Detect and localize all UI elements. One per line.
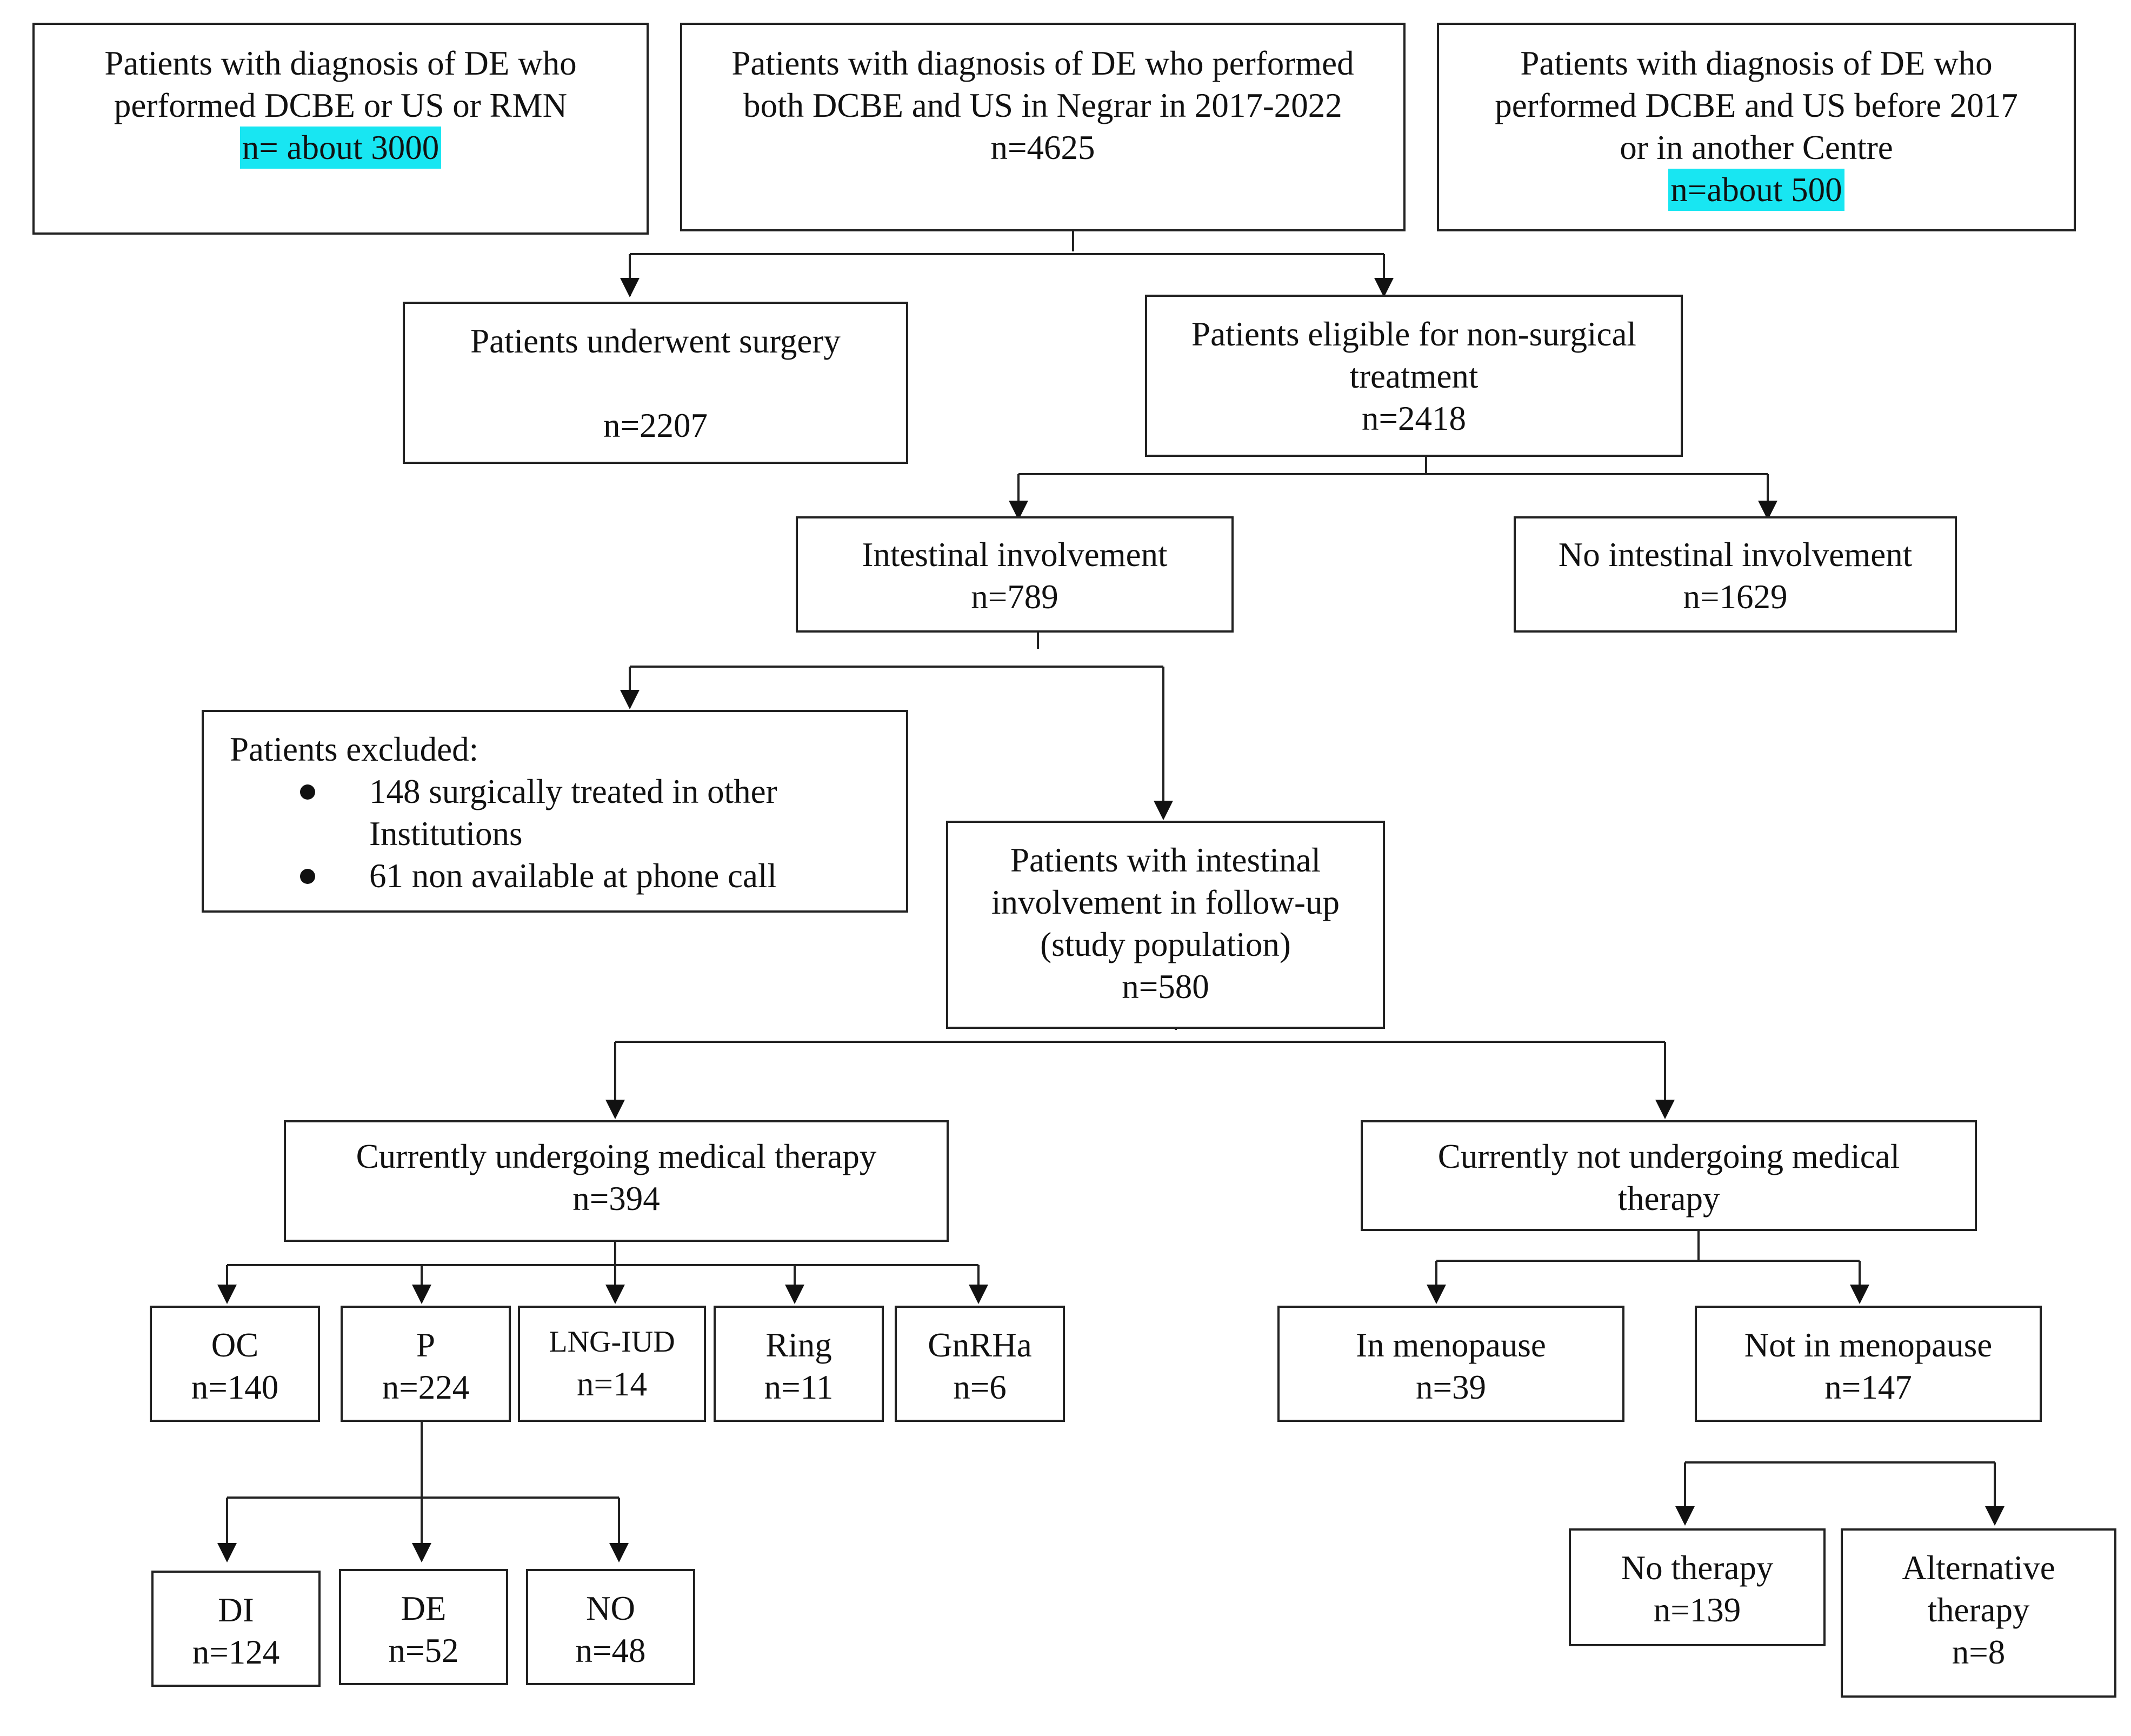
box-no-therapy: No therapy n=139 bbox=[1569, 1528, 1826, 1646]
box-line: both DCBE and US in Negrar in 2017-2022 bbox=[743, 87, 1342, 124]
box-line: NO bbox=[586, 1589, 635, 1627]
box-non-surgical: Patients eligible for non-surgical treat… bbox=[1145, 295, 1683, 457]
highlighted-count: n= about 3000 bbox=[239, 127, 442, 169]
box-line: Patients with diagnosis of DE who bbox=[1520, 44, 1993, 82]
box-gnrha: GnRHa n=6 bbox=[895, 1306, 1065, 1422]
box-line: or in another Centre bbox=[1620, 129, 1893, 167]
box-on-therapy: Currently undergoing medical therapy n=3… bbox=[284, 1120, 949, 1242]
box-ring: Ring n=11 bbox=[714, 1306, 884, 1422]
box-no: NO n=48 bbox=[526, 1569, 695, 1685]
excluded-item-line: 148 surgically treated in other bbox=[369, 773, 777, 810]
box-count: n=52 bbox=[388, 1632, 459, 1670]
excluded-item: 61 non available at phone call bbox=[230, 855, 777, 897]
box-count: n=580 bbox=[1122, 968, 1209, 1006]
box-line: Not in menopause bbox=[1744, 1326, 1993, 1364]
box-count: n=394 bbox=[572, 1180, 660, 1218]
box-count: n=139 bbox=[1653, 1591, 1741, 1629]
box-count: n=2207 bbox=[603, 407, 708, 444]
box-dcbe-us-rmn: Patients with diagnosis of DE who perfor… bbox=[32, 23, 649, 235]
box-surgery: Patients underwent surgery n=2207 bbox=[403, 302, 908, 464]
box-line: GnRHa bbox=[928, 1326, 1032, 1364]
box-no-intestinal: No intestinal involvement n=1629 bbox=[1514, 516, 1957, 633]
box-count: n=6 bbox=[953, 1368, 1007, 1406]
box-negrar: Patients with diagnosis of DE who perfor… bbox=[680, 23, 1406, 231]
box-count: n=14 bbox=[576, 1365, 648, 1403]
box-line: Patients with diagnosis of DE who perfor… bbox=[731, 44, 1354, 82]
box-line: (study population) bbox=[1040, 926, 1291, 963]
box-line: therapy bbox=[1617, 1180, 1720, 1218]
box-intestinal: Intestinal involvement n=789 bbox=[796, 516, 1234, 633]
box-not-on-therapy: Currently not undergoing medical therapy bbox=[1361, 1120, 1977, 1231]
box-count: n=4625 bbox=[990, 129, 1095, 167]
excluded-item-line: 61 non available at phone call bbox=[369, 857, 777, 895]
box-line: performed DCBE or US or RMN bbox=[114, 87, 568, 124]
box-line: OC bbox=[211, 1326, 259, 1364]
box-di: DI n=124 bbox=[151, 1571, 321, 1687]
box-count: n=39 bbox=[1415, 1368, 1487, 1406]
excluded-item-line: Institutions bbox=[369, 815, 523, 853]
box-line: Patients underwent surgery bbox=[470, 322, 841, 360]
box-oc: OC n=140 bbox=[150, 1306, 320, 1422]
box-count: n=2418 bbox=[1361, 400, 1467, 437]
box-count: n=789 bbox=[971, 578, 1058, 616]
box-de: DE n=52 bbox=[339, 1569, 508, 1685]
box-line: No therapy bbox=[1621, 1549, 1774, 1587]
box-count: n=224 bbox=[382, 1368, 470, 1406]
box-line: P bbox=[416, 1326, 436, 1364]
box-study-population: Patients with intestinal involvement in … bbox=[946, 821, 1385, 1029]
box-line: LNG-IUD bbox=[549, 1325, 675, 1359]
box-count: n=147 bbox=[1824, 1368, 1912, 1406]
box-count: n=48 bbox=[575, 1632, 646, 1670]
excluded-item: 148 surgically treated in other Institut… bbox=[230, 770, 777, 855]
box-line: In menopause bbox=[1356, 1326, 1546, 1364]
box-line: Alternative bbox=[1902, 1549, 2055, 1587]
box-line: involvement in follow-up bbox=[991, 883, 1340, 921]
box-line: No intestinal involvement bbox=[1558, 536, 1913, 574]
box-line: Patients eligible for non-surgical bbox=[1191, 315, 1636, 353]
box-count: n=1629 bbox=[1683, 578, 1788, 616]
box-line: performed DCBE and US before 2017 bbox=[1495, 87, 2018, 124]
box-p: P n=224 bbox=[341, 1306, 511, 1422]
box-excluded: Patients excluded: 148 surgically treate… bbox=[202, 710, 908, 913]
box-line: Patients with intestinal bbox=[1010, 841, 1321, 879]
box-line: Patients with diagnosis of DE who bbox=[104, 44, 577, 82]
excluded-title: Patients excluded: bbox=[230, 730, 479, 768]
box-line: treatment bbox=[1349, 357, 1479, 395]
box-before-2017: Patients with diagnosis of DE who perfor… bbox=[1437, 23, 2076, 231]
box-line: DE bbox=[401, 1589, 447, 1627]
bullet-icon bbox=[300, 869, 315, 884]
box-line: Ring bbox=[765, 1326, 832, 1364]
bullet-icon bbox=[300, 784, 315, 800]
highlighted-count: n=about 500 bbox=[1668, 169, 1844, 211]
box-count: n=124 bbox=[192, 1633, 280, 1671]
box-line: Currently undergoing medical therapy bbox=[356, 1138, 877, 1175]
box-line: therapy bbox=[1927, 1591, 2030, 1629]
box-alternative: Alternative therapy n=8 bbox=[1841, 1528, 2116, 1698]
box-not-menopause: Not in menopause n=147 bbox=[1695, 1306, 2042, 1422]
box-count: n=140 bbox=[191, 1368, 279, 1406]
box-count: n=11 bbox=[764, 1368, 834, 1406]
box-menopause: In menopause n=39 bbox=[1277, 1306, 1624, 1422]
box-line: DI bbox=[218, 1591, 254, 1629]
box-count: n=8 bbox=[1952, 1633, 2006, 1671]
box-line: Intestinal involvement bbox=[862, 536, 1168, 574]
box-lng-iud: LNG-IUD n=14 bbox=[518, 1306, 706, 1422]
box-line: Currently not undergoing medical bbox=[1437, 1138, 1900, 1175]
